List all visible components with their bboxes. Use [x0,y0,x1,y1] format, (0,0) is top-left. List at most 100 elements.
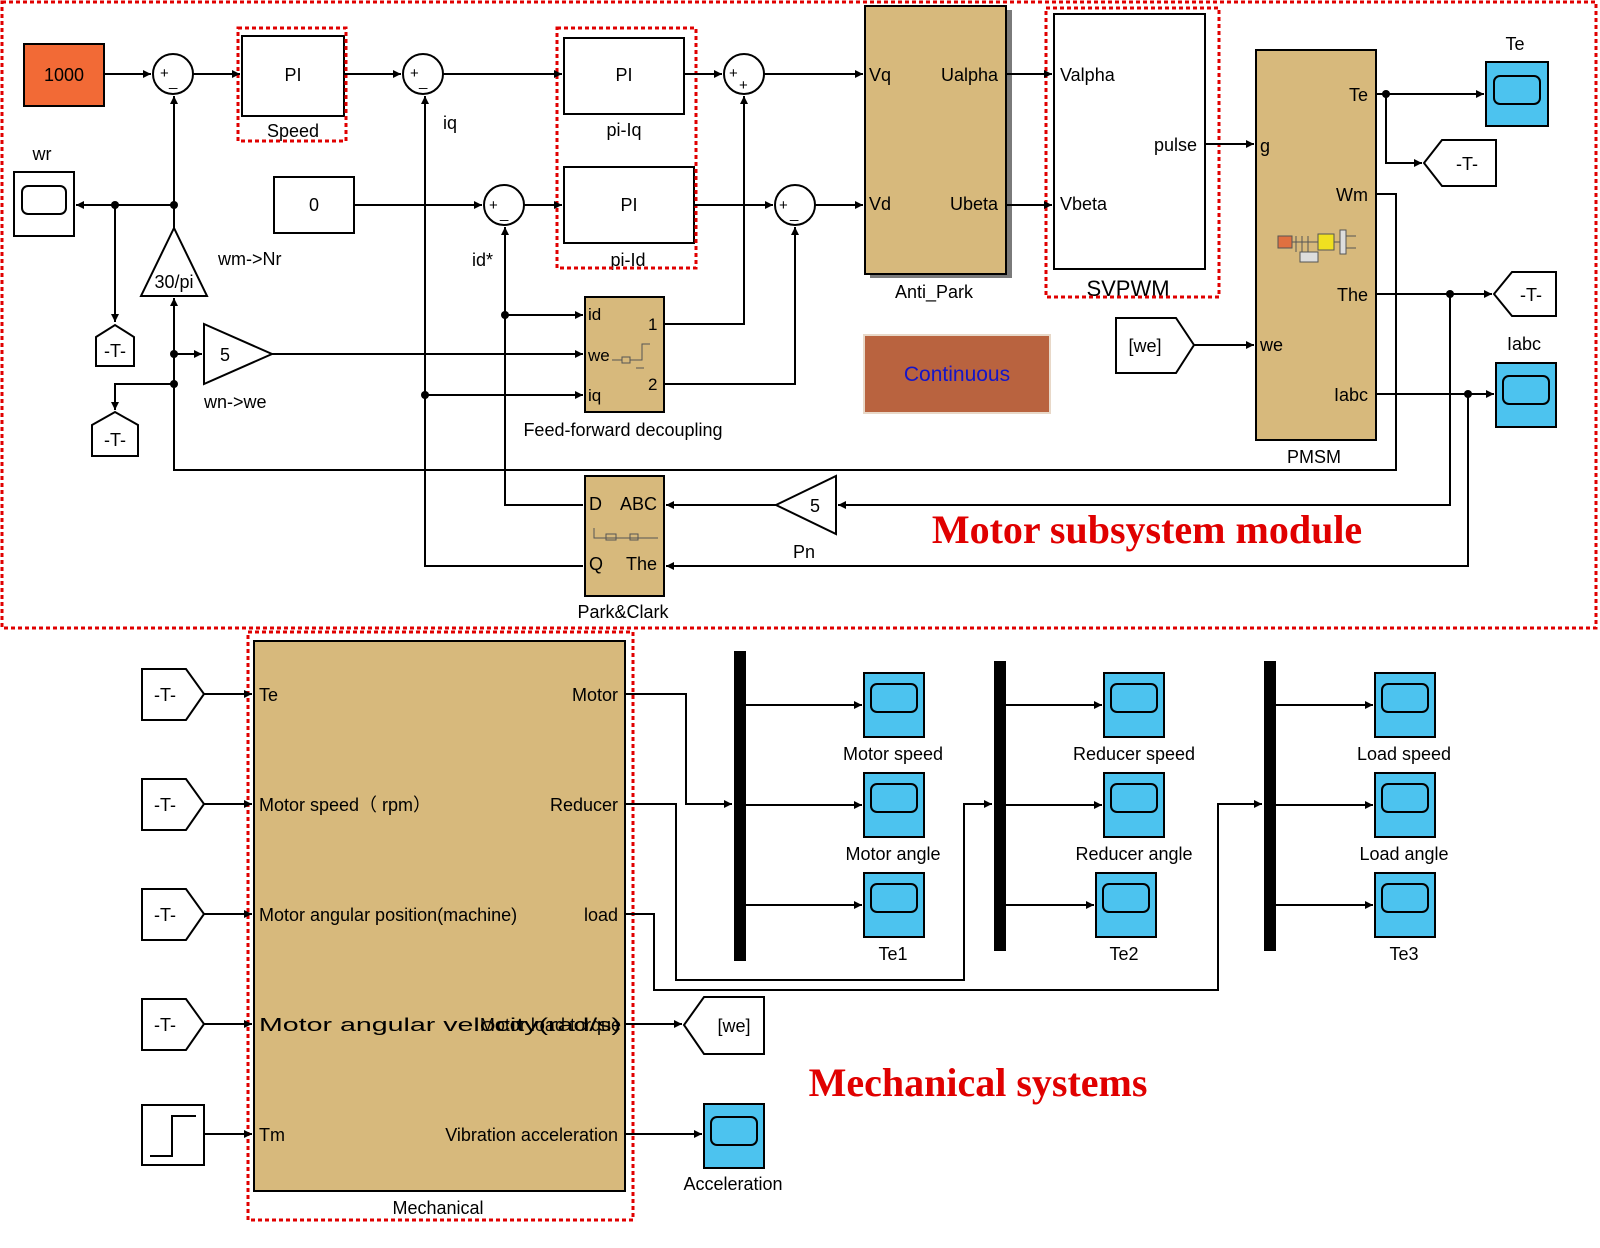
svg-text:id: id [588,305,601,324]
svg-text:-T-: -T- [104,341,126,361]
svg-text:-T-: -T- [1520,285,1542,305]
svg-text:Motor load torque: Motor load torque [480,1015,621,1035]
svg-text:-T-: -T- [154,685,176,705]
sum-vq[interactable]: + + [723,53,765,95]
continuous-powergui-block[interactable]: Continuous [863,334,1051,414]
motor-signal-lines [76,70,1494,570]
gain-5-wn-we[interactable]: 5 [203,322,275,386]
reducer-angle-scope[interactable]: Reducer angle [1075,772,1193,864]
acceleration-scope[interactable]: Acceleration [683,1103,783,1194]
constant-0-block[interactable]: 0 [273,176,355,234]
svg-text:5: 5 [220,345,230,365]
scope-icon [1381,883,1429,913]
scope-icon [870,783,918,813]
te2-scope[interactable]: Te2 [1095,872,1157,964]
svg-text:[we]: [we] [1128,336,1161,356]
from-tag-t-te[interactable]: -T- [141,668,206,721]
load-speed-scope[interactable]: Load speed [1357,672,1451,764]
svg-text:Te2: Te2 [1109,944,1138,964]
svg-text:-T-: -T- [154,1015,176,1035]
sum-iq-error[interactable]: + _ [402,53,444,95]
scope-icon [1381,783,1429,813]
sum-speed-error[interactable]: + _ [152,53,194,95]
te-scope-label: Te [1505,34,1524,54]
te3-scope[interactable]: Te3 [1374,872,1436,964]
goto-tag-t-the[interactable]: -T- [1492,271,1557,317]
step-block[interactable] [141,1104,205,1166]
svg-text:PI: PI [620,195,637,215]
svg-text:+: + [739,77,748,94]
wn-we-label: wn->we [203,392,267,412]
speed-pi-block[interactable]: PI Speed [236,26,348,143]
wr-scope[interactable]: wr [13,144,75,237]
feed-forward-label: Feed-forward decoupling [523,420,722,440]
load-angle-scope[interactable]: Load angle [1359,772,1449,864]
svg-text:_: _ [418,73,428,90]
mechanical-block[interactable]: Te Motor speed（ rpm） Motor angular posit… [246,630,635,1222]
svg-text:PI: PI [284,65,301,85]
scope-icon [870,683,918,713]
svg-text:Vbeta: Vbeta [1060,194,1108,214]
svg-text:iq: iq [588,386,601,405]
svg-text:we: we [1259,335,1283,355]
sum-id-error[interactable]: + _ [483,184,525,226]
svg-text:Motor speed: Motor speed [843,744,943,764]
svg-text:Te: Te [259,685,278,705]
svg-text:Motor angle: Motor angle [845,844,940,864]
svg-text:load: load [584,905,618,925]
goto-tag-t-1[interactable]: -T- [95,323,135,367]
mechanical-signal-lines [204,690,1373,1138]
svg-text:+: + [779,197,788,214]
from-tag-t-velocity[interactable]: -T- [141,998,206,1051]
goto-we-block[interactable]: [we] [682,996,765,1055]
gain-30-pi[interactable]: 30/pi [139,225,209,297]
svg-text:Te: Te [1349,85,1368,105]
svg-text:Load angle: Load angle [1359,844,1448,864]
mux-bar-motor [734,651,746,961]
current-pi-highlight [555,26,698,270]
svpwm-block[interactable]: Valpha Vbeta pulse SVPWM [1044,6,1221,301]
reducer-speed-scope[interactable]: Reducer speed [1073,672,1195,764]
goto-tag-t-te[interactable]: -T- [1422,139,1497,187]
svg-text:The: The [626,554,657,574]
pmsm-block[interactable]: g we Te Wm The Iabc PMSM [1255,49,1377,467]
from-we-block[interactable]: [we] [1115,317,1196,374]
svg-text:-T-: -T- [154,795,176,815]
svg-text:Motor angular velocity(rad/s): Motor angular velocity(rad/s) [259,1015,621,1035]
te-scope[interactable]: Te [1485,34,1549,127]
svg-text:_: _ [499,205,509,222]
sum-vd[interactable]: + _ [774,184,816,226]
constant-1000-value: 1000 [44,65,84,85]
svg-text:Motor angular position(machine: Motor angular position(machine) [259,905,517,925]
acceleration-label: Acceleration [683,1174,782,1194]
svg-text:30/pi: 30/pi [154,272,193,292]
motor-angle-scope[interactable]: Motor angle [845,772,941,864]
svg-text:Ualpha: Ualpha [941,65,999,85]
svg-text:D: D [589,494,602,514]
feed-forward-decoupling-block[interactable]: id we iq 1 2 Feed-forward decoupling [523,296,723,440]
mux-bar-reducer [994,661,1006,951]
iabc-scope[interactable]: Iabc [1495,334,1557,428]
gain-5-pn[interactable]: 5 [773,474,837,536]
wm-nr-label: wm->Nr [217,249,282,269]
constant-1000-block[interactable]: 1000 [23,43,105,107]
svg-text:ABC: ABC [620,494,657,514]
park-clark-block[interactable]: D Q ABC The Park&Clark [577,475,670,622]
pmsm-label: PMSM [1287,447,1341,467]
te1-scope[interactable]: Te1 [863,872,925,964]
from-tag-t-speed[interactable]: -T- [141,778,206,831]
from-tag-t-position[interactable]: -T- [141,888,206,941]
mechanical-label: Mechanical [392,1198,483,1218]
pi-iq-label: pi-Iq [606,120,641,140]
svg-text:Te1: Te1 [878,944,907,964]
motor-subsystem-title: Motor subsystem module [932,507,1362,552]
pi-iq-block[interactable]: PI pi-Iq [563,37,685,140]
svg-text:-T-: -T- [154,905,176,925]
goto-tag-t-2[interactable]: -T- [91,410,139,457]
scope-icon [870,883,918,913]
pi-id-block[interactable]: PI pi-Id [563,166,695,270]
svg-text:Reducer speed: Reducer speed [1073,744,1195,764]
anti-park-block[interactable]: Vq Vd Ualpha Ubeta Anti_Park [864,5,1012,303]
motor-speed-scope[interactable]: Motor speed [843,672,943,764]
mux-bar-load [1264,661,1276,951]
